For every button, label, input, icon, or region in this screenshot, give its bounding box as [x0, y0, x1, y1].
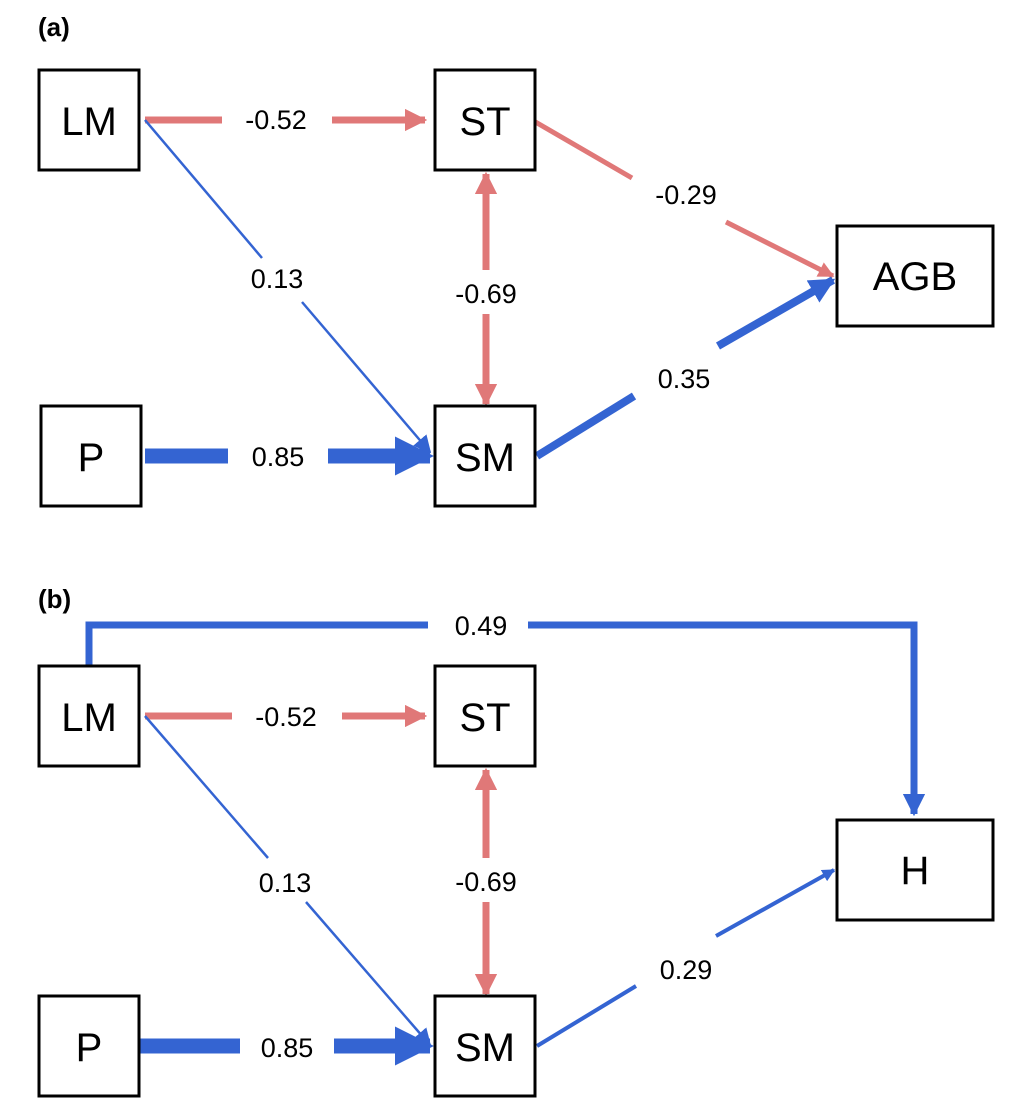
edge-b-lm-h: 0.49	[85, 611, 926, 817]
node-a-agb-label: AGB	[873, 255, 957, 299]
edge-b-lm-sm-line-2	[305, 901, 432, 1047]
edge-b-lm-h-line-1	[85, 621, 428, 666]
node-a-sm: SM	[433, 404, 537, 508]
node-a-agb: AGB	[835, 224, 995, 328]
node-a-lm-box	[37, 68, 141, 172]
node-a-lm-label: LM	[61, 100, 117, 144]
node-a-p-label: P	[78, 436, 105, 480]
coef-b-lm-h: 0.49	[455, 611, 508, 641]
node-b-lm-box	[37, 664, 141, 768]
node-a-st-label: ST	[459, 100, 510, 144]
coef-b-lm-sm: 0.13	[259, 868, 312, 898]
edge-a-lm-sm-line-1	[144, 119, 263, 259]
edge-b-lm-h-line-2	[528, 621, 926, 817]
node-b-p-box	[37, 994, 141, 1098]
node-b-h: H	[835, 818, 995, 922]
node-a-sm-box	[433, 404, 537, 508]
coef-b-lm-st: -0.52	[255, 702, 317, 732]
node-a-st-box	[433, 68, 537, 172]
edge-a-sm-agb-line-2	[716, 276, 836, 350]
node-b-lm: LM	[37, 664, 141, 768]
panel-b: (b) 0.49 -0.52 0.13 -0.69 0.85	[37, 584, 995, 1098]
edge-a-sm-agb-line-1	[534, 392, 637, 460]
node-b-sm: SM	[433, 994, 537, 1098]
edge-b-sm-h-line-2	[715, 868, 836, 938]
edge-b-lm-sm-line-1	[144, 715, 269, 859]
node-b-st-box	[433, 664, 537, 768]
node-b-lm-label: LM	[61, 696, 117, 740]
coef-a-lm-st: -0.52	[245, 105, 307, 135]
edge-a-lm-sm: 0.13	[144, 119, 432, 454]
edge-a-sm-agb: 0.35	[534, 276, 836, 460]
edge-b-lm-st: -0.52	[145, 702, 428, 732]
edge-b-p-sm: 0.85	[140, 1026, 434, 1066]
edge-a-p-sm: 0.85	[145, 436, 434, 476]
edge-a-lm-st: -0.52	[145, 105, 428, 135]
node-b-p-label: P	[76, 1026, 103, 1070]
node-b-h-box	[835, 818, 995, 922]
node-b-p: P	[37, 994, 141, 1098]
panel-a: (a) -0.52 0.13 -0.69 -0.29 0.85	[37, 12, 995, 508]
edge-a-st-agb-line-2	[724, 219, 835, 279]
node-b-st-label: ST	[459, 696, 510, 740]
node-b-h-label: H	[901, 849, 930, 893]
node-b-st: ST	[433, 664, 537, 768]
node-a-lm: LM	[37, 68, 141, 172]
coef-a-st-sm: -0.69	[455, 279, 517, 309]
coef-b-st-sm: -0.69	[455, 867, 517, 897]
edge-a-st-sm: -0.69	[455, 171, 517, 407]
coef-a-sm-agb: 0.35	[658, 364, 711, 394]
node-b-sm-label: SM	[455, 1026, 515, 1070]
coef-a-lm-sm: 0.13	[251, 264, 304, 294]
node-a-p: P	[39, 404, 143, 508]
coef-a-p-sm: 0.85	[252, 442, 305, 472]
edge-a-lm-sm-line-2	[301, 301, 432, 454]
coef-b-sm-h: 0.29	[660, 955, 713, 985]
edge-b-sm-h-line-1	[535, 984, 638, 1048]
node-a-st: ST	[433, 68, 537, 172]
edge-b-sm-h: 0.29	[535, 868, 836, 1048]
edge-a-st-agb: -0.29	[530, 117, 835, 279]
panel-b-label: (b)	[38, 584, 71, 614]
edge-a-st-agb-line-1	[530, 117, 634, 181]
node-a-agb-box	[835, 224, 995, 328]
node-a-sm-label: SM	[455, 436, 515, 480]
node-a-p-box	[39, 404, 143, 508]
edge-b-lm-sm: 0.13	[144, 715, 432, 1047]
edge-b-st-sm: -0.69	[455, 767, 517, 997]
coef-b-p-sm: 0.85	[261, 1033, 314, 1063]
node-b-sm-box	[433, 994, 537, 1098]
coef-a-st-agb: -0.29	[655, 180, 717, 210]
panel-a-label: (a)	[38, 12, 70, 42]
